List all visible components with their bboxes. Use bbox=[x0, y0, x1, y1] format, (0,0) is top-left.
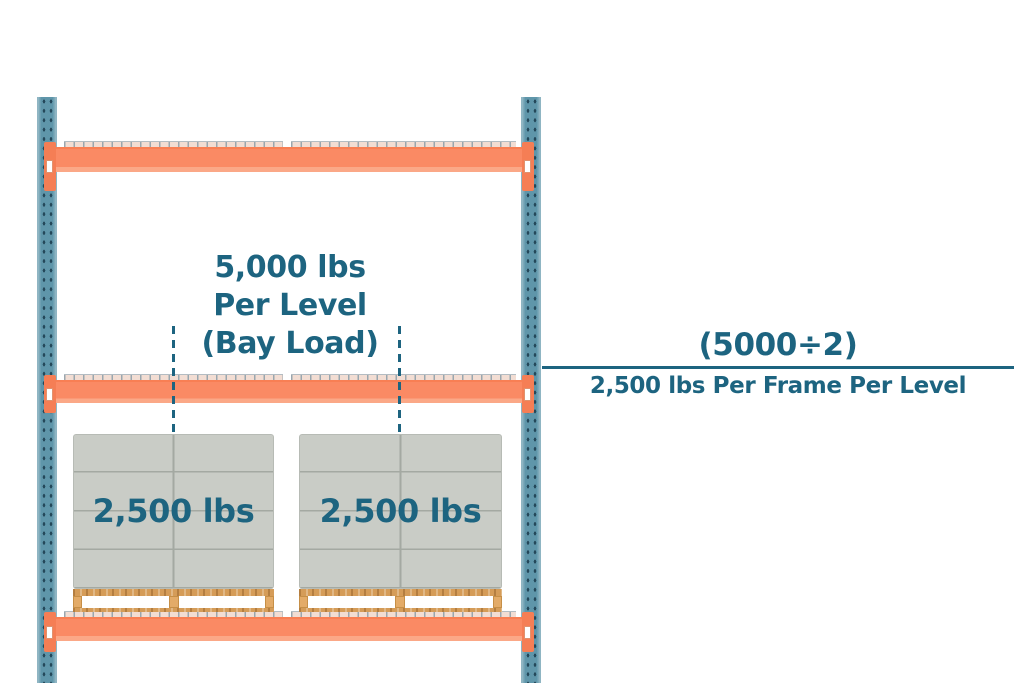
per-frame-formula: (5000÷2) 2,500 lbs Per Frame Per Level bbox=[542, 324, 1014, 403]
top-beam bbox=[56, 147, 522, 172]
bay-load-label: 5,000 lbs Per Level (Bay Load) bbox=[160, 249, 420, 363]
top-beam-wire-deck-right bbox=[291, 141, 516, 147]
pallet-2-wood-pallet bbox=[299, 589, 502, 612]
pallet-1-top-deck bbox=[73, 589, 274, 596]
pallet-2-bottom-deck bbox=[299, 608, 502, 612]
pallet-2-block-right bbox=[493, 596, 502, 608]
top-beam-wire-deck-left bbox=[64, 141, 283, 147]
bottom-beam-connector-right bbox=[522, 612, 534, 652]
dashed-pointer-line-left bbox=[172, 326, 175, 432]
pallet-1-bottom-deck bbox=[73, 608, 274, 612]
pallet-1-block-left bbox=[73, 596, 82, 608]
dashed-pointer-line-right bbox=[398, 326, 401, 432]
middle-beam-wire-deck-right bbox=[291, 374, 516, 380]
middle-beam bbox=[56, 380, 522, 403]
pallet-1-block-right bbox=[265, 596, 274, 608]
bay-load-line-2: Per Level bbox=[213, 288, 367, 323]
pallet-1-load-label: 2,500 lbs bbox=[92, 492, 255, 530]
pallet-1-block-center bbox=[169, 596, 179, 608]
pallet-2-box-stack bbox=[299, 434, 502, 589]
formula-divider-line bbox=[542, 366, 1014, 369]
bay-load-line-1: 5,000 lbs bbox=[214, 250, 366, 285]
middle-beam-connector-right bbox=[522, 375, 534, 413]
middle-beam-connector-left bbox=[44, 375, 56, 413]
bay-load-line-3: (Bay Load) bbox=[201, 326, 379, 361]
pallet-2-block-center bbox=[395, 596, 405, 608]
pallet-2-block-left bbox=[299, 596, 308, 608]
top-beam-connector-left bbox=[44, 142, 56, 191]
bottom-beam-connector-left bbox=[44, 612, 56, 652]
formula-numerator: (5000÷2) bbox=[698, 327, 858, 363]
bottom-beam bbox=[56, 617, 522, 641]
pallet-1-box-stack bbox=[73, 434, 274, 589]
top-beam-connector-right bbox=[522, 142, 534, 191]
pallet-2-load-label: 2,500 lbs bbox=[319, 492, 482, 530]
formula-denominator: 2,500 lbs Per Frame Per Level bbox=[589, 373, 967, 399]
pallet-2-top-deck bbox=[299, 589, 502, 596]
pallet-1-wood-pallet bbox=[73, 589, 274, 612]
